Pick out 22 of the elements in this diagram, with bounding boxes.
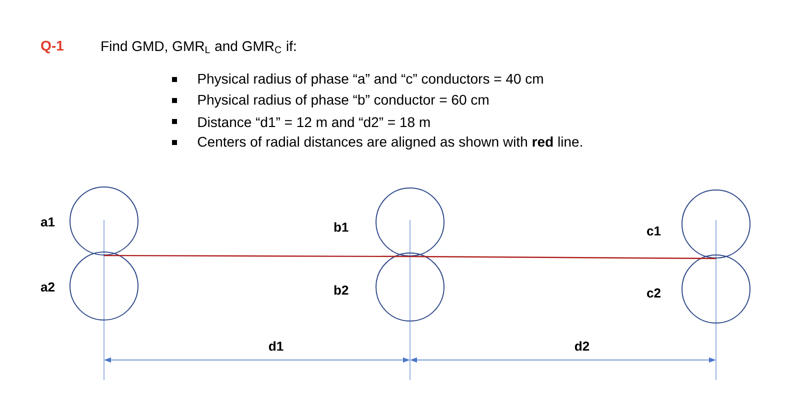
conductor-label: a2 (40, 282, 54, 292)
bullet-text: Centers of radial distances are aligned as shown with red line. (198, 136, 582, 150)
bullet-text: Distance “d1” = 12 m and “d2” = 18 m (198, 116, 430, 128)
conductor-circle (376, 252, 444, 322)
alignment-line (104, 254, 410, 258)
conductor-label: b1 (334, 222, 348, 232)
dimension-label: d2 (574, 341, 590, 351)
question-number: Q-1 (41, 40, 64, 54)
conductor-label: c1 (647, 226, 661, 236)
conductor-circle (70, 186, 138, 256)
conductor-circle (70, 252, 138, 320)
dimension-label: d1 (268, 341, 284, 351)
conductor-circle (376, 188, 444, 256)
bullet-text: Physical radius of phase “a” and “c” conductors = 40 cm (198, 73, 543, 87)
alignment-line (410, 256, 716, 260)
conductor-label: b2 (334, 285, 348, 295)
conductor-label: a1 (40, 217, 55, 227)
title: Find GMD, GMR$_{L}$ and GMR$_{C}$ if: (102, 40, 296, 54)
conductor-circle (682, 190, 750, 258)
conductor-label: c2 (647, 288, 660, 298)
conductor-circle (682, 254, 750, 324)
bullet-text: Physical radius of phase “b” conductor = 60 cm (198, 94, 488, 108)
